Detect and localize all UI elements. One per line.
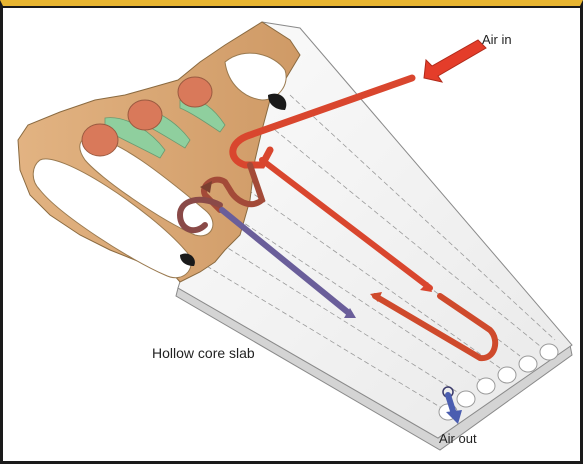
air-in-label: Air in [482, 32, 512, 47]
air-in-arrow [424, 40, 486, 82]
air-out-label: Air out [439, 431, 477, 446]
hollow-core-slab-label: Hollow core slab [152, 345, 255, 361]
